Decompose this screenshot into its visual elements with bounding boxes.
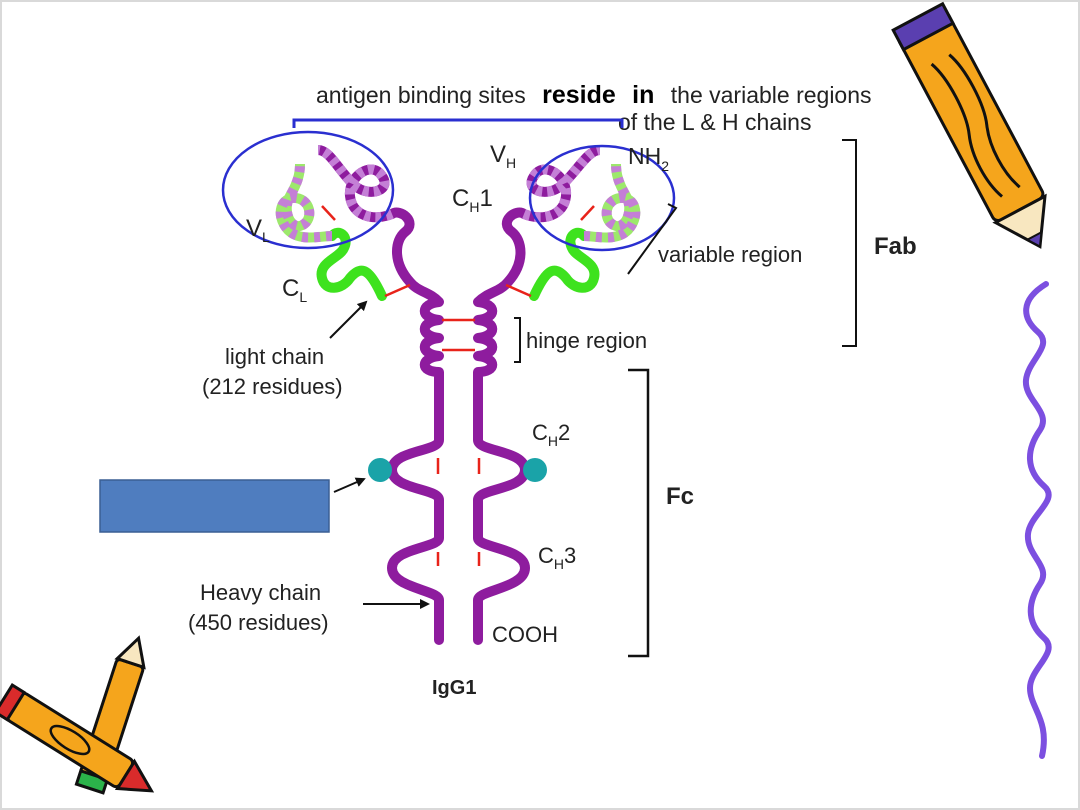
ch2-label: CH2 — [532, 420, 570, 449]
light-constant-right — [529, 227, 600, 301]
vl-label: VL — [246, 215, 270, 245]
light-constant-domains — [316, 227, 600, 301]
hidden-label-box — [99, 479, 330, 533]
antigen-site-right-ellipse — [528, 144, 676, 252]
carbohydrate-left — [368, 458, 392, 482]
header-text-line2: of the L & H chains — [618, 109, 811, 135]
fc-label: Fc — [666, 483, 694, 510]
variable-region-label: variable region — [658, 242, 802, 267]
igg1-label: IgG1 — [432, 677, 476, 699]
light-chain-label-2: (212 residues) — [202, 374, 343, 399]
light-chain-label-1: light chain — [225, 344, 324, 369]
heavy-chains — [387, 207, 530, 645]
nh2-label: NH2 — [628, 143, 669, 174]
interchain-disulfide-right — [505, 283, 532, 298]
light-chain-arrow — [329, 300, 368, 339]
carbohydrate-arrow — [333, 477, 366, 493]
heavy-variable-right-stripes — [522, 145, 601, 223]
heavy-chain-label-1: Heavy chain — [200, 580, 321, 605]
crayon-icon — [0, 635, 155, 795]
fab-bracket — [842, 139, 857, 347]
ch1-label: CH1 — [452, 185, 493, 215]
light-variable-domains — [275, 163, 641, 243]
ch3-label: CH3 — [538, 543, 576, 572]
heavy-chain-left — [387, 207, 444, 645]
light-variable-left-stripes — [275, 163, 333, 243]
vh-label: VH — [490, 141, 516, 171]
hinge-bracket — [514, 317, 521, 363]
heavy-chain-right — [473, 207, 530, 645]
antigen-site-bracket — [292, 118, 624, 128]
hinge-region-label: hinge region — [526, 328, 647, 353]
pencil-icon — [891, 1, 1047, 249]
fab-label: Fab — [874, 233, 917, 260]
cooh-label: COOH — [492, 622, 558, 647]
heavy-variable-left-stripes — [317, 145, 394, 223]
heavy-chain-label-2: (450 residues) — [188, 610, 329, 635]
wavy-border-decoration — [1022, 281, 1052, 759]
disulfide-bonds — [321, 205, 595, 566]
vl-disulfide-left — [321, 205, 336, 221]
light-variable-right-stripes — [583, 163, 641, 243]
fc-bracket — [628, 368, 650, 658]
light-constant-left — [316, 227, 387, 301]
vl-disulfide-right — [580, 205, 595, 221]
interchain-disulfide-left — [384, 283, 411, 298]
carbohydrate-right — [523, 458, 547, 482]
cl-label: CL — [282, 275, 307, 305]
antigen-site-left-ellipse — [221, 130, 395, 250]
variable-region-bracket — [627, 203, 678, 275]
header-text-line1: antigen binding sites reside in the vari… — [316, 81, 872, 109]
heavy-variable-domains — [317, 145, 601, 223]
